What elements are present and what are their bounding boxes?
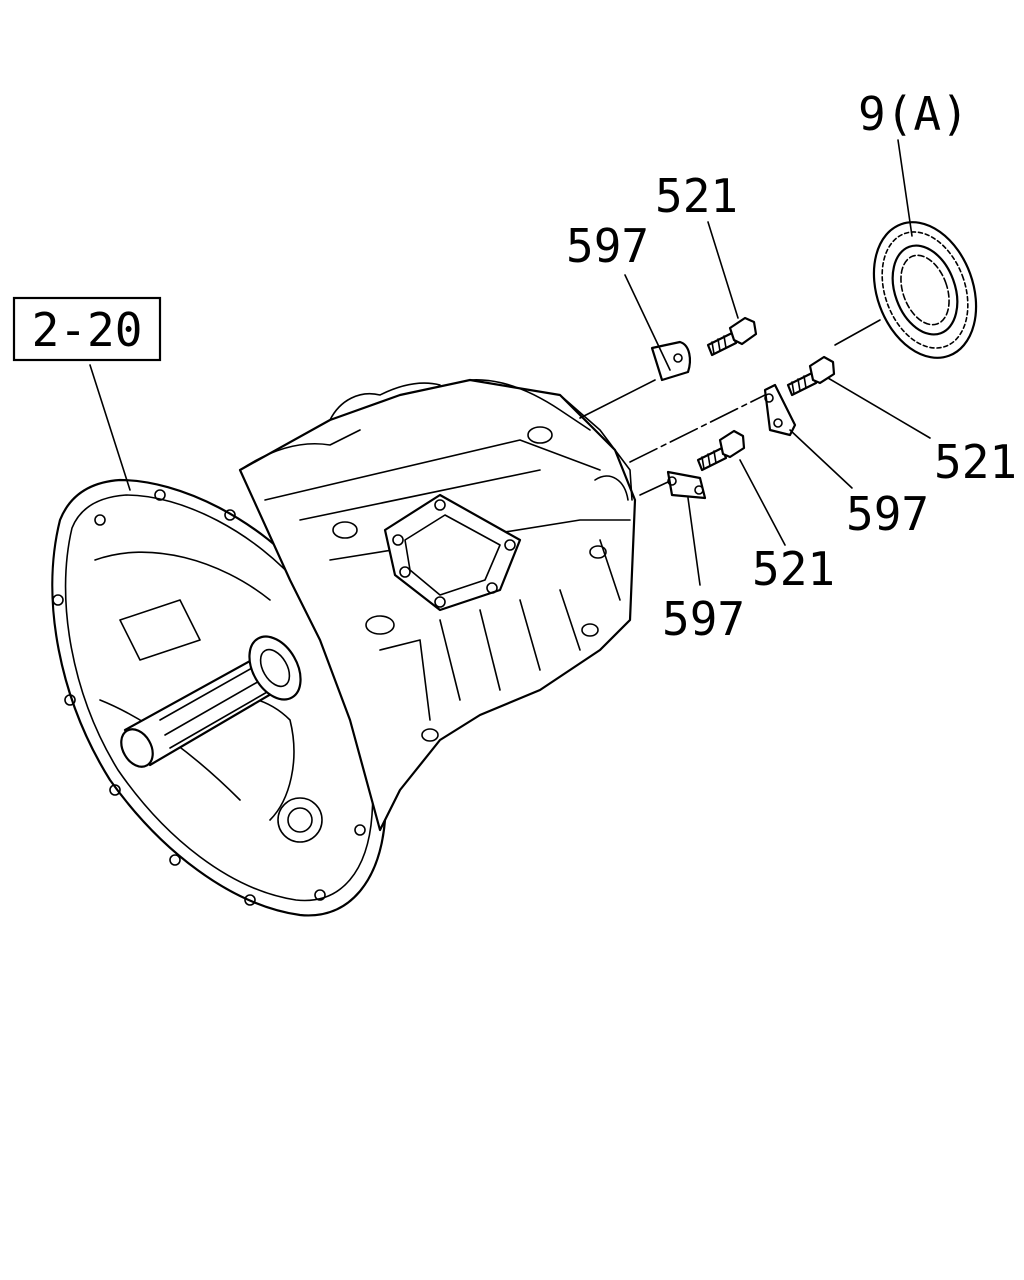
- transmission-housing: [51, 378, 637, 917]
- ref-box-label: 2-20: [32, 303, 143, 357]
- bolt-top-callout-label[interactable]: 521: [655, 169, 738, 223]
- ring-gear-part: [872, 221, 978, 359]
- bolt-part-right: [786, 355, 836, 397]
- bolt-right-callout-label[interactable]: 521: [934, 435, 1017, 489]
- plate-top-callout-label[interactable]: 597: [566, 219, 649, 273]
- bolt-mid-callout-label[interactable]: 521: [752, 542, 835, 596]
- plate-right-callout-label[interactable]: 597: [846, 487, 929, 541]
- plate-part-right: [763, 383, 797, 437]
- bolt-part-middle: [696, 429, 746, 472]
- leader-lines: [89, 139, 931, 586]
- bolt-part-top: [706, 316, 758, 357]
- ref-box-callout[interactable]: 2-20: [12, 296, 162, 362]
- plate-bottom-callout-label[interactable]: 597: [662, 592, 745, 646]
- plate-part-bottom: [666, 470, 707, 500]
- gear-callout-label[interactable]: 9(A): [858, 87, 969, 141]
- plate-part-top: [650, 340, 691, 382]
- assembly-lines: [579, 319, 881, 496]
